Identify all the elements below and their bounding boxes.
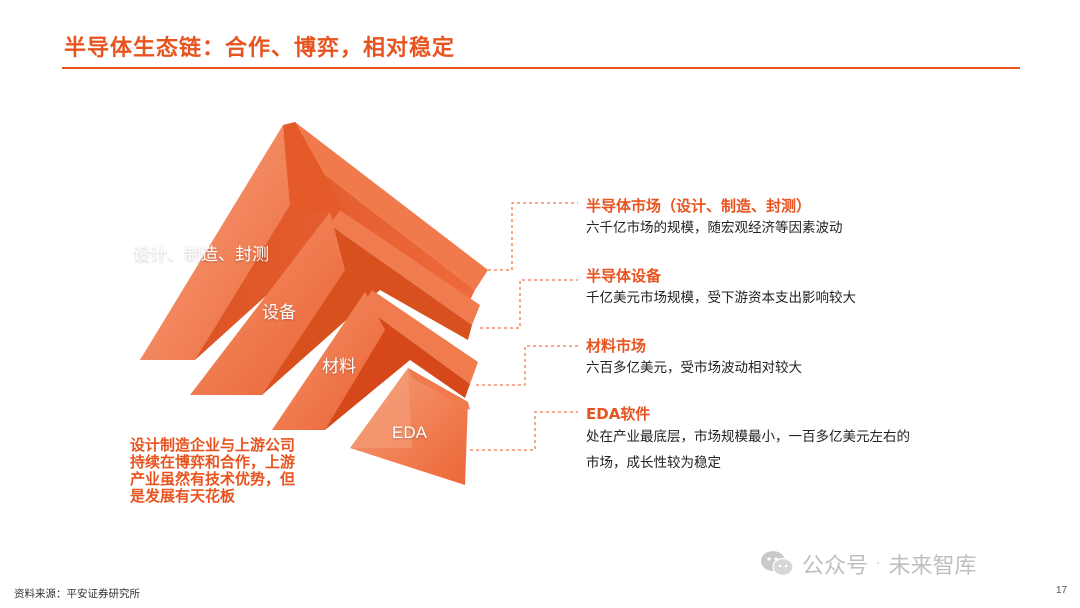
connector-1 (488, 202, 578, 271)
layer-label-eda: EDA (392, 423, 427, 442)
desc-title-eda: EDA软件 (586, 405, 651, 423)
layer-equipment (190, 210, 480, 395)
desc-text-eda-line1: 处在产业最底层，市场规模最小，一百多亿美元左右的 (586, 429, 910, 445)
desc-text-semiconductor-market: 六千亿市场的规模，随宏观经济等因素波动 (586, 220, 843, 236)
desc-text-equipment: 千亿美元市场规模，受下游资本支出影响较大 (586, 290, 856, 306)
title-divider (62, 67, 1020, 69)
desc-title-equipment: 半导体设备 (586, 267, 662, 285)
wechat-icon (761, 551, 794, 577)
connector-4 (470, 411, 578, 451)
layer-label-materials: 材料 (322, 357, 356, 377)
summary-note: 设计制造企业与上游公司持续在博弈和合作，上游产业虽然有技术优势，但是发展有天花板 (130, 436, 296, 505)
desc-title-materials: 材料市场 (586, 337, 647, 355)
page-title: 半导体生态链：合作、博弈，相对稳定 (64, 36, 456, 61)
watermark-account-name: 未来智库 (888, 554, 977, 579)
connector-2 (480, 279, 578, 329)
watermark-separator: · (876, 556, 881, 572)
watermark-account-label: 公众号 (802, 554, 869, 579)
watermark: 公众号 · 未来智库 (760, 548, 976, 580)
desc-text-eda-line2: 市场，成长性较为稳定 (586, 455, 721, 471)
layer-eda (350, 368, 470, 485)
source-note: 资料来源：平安证券研究所 (14, 588, 140, 600)
desc-text-materials: 六百多亿美元，受市场波动相对较大 (586, 360, 802, 376)
connector-lines (470, 202, 578, 451)
layer-materials (272, 290, 478, 430)
connector-3 (476, 345, 578, 386)
page-number: 17 (1056, 585, 1068, 596)
layer-label-equipment: 设备 (262, 303, 296, 323)
layer-label-design: 设计、制造、封测 (133, 245, 269, 265)
desc-title-semiconductor-market: 半导体市场（设计、制造、封测） (586, 197, 812, 215)
